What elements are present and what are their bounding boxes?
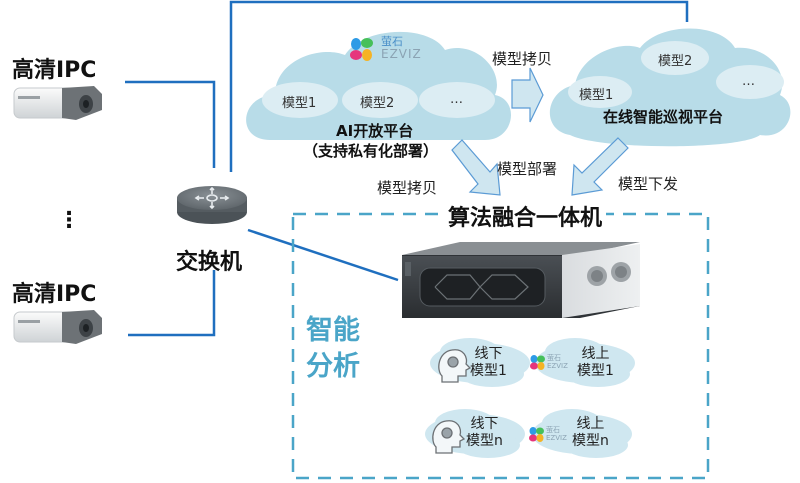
network-switch-icon	[177, 186, 247, 224]
edge-label-copy-bottom: 模型拷贝	[377, 179, 438, 197]
link-camera2-switch	[128, 270, 216, 337]
edge-label-dispatch: 模型下发	[618, 175, 679, 193]
badge-line2: 模型1	[470, 363, 507, 379]
link-camera1-switch	[125, 80, 216, 168]
ai-platform-subtitle: （支持私有化部署）	[303, 142, 439, 160]
ezviz-logo-icon	[350, 38, 373, 61]
badge-line1: 线下	[474, 346, 503, 362]
ai-model-more: …	[450, 92, 463, 107]
patrol-platform-title: 在线智能巡视平台	[603, 108, 724, 126]
camera-label-1: 高清IPC	[12, 58, 97, 83]
switch-label: 交换机	[176, 250, 243, 275]
ai-platform-cloud	[246, 31, 512, 140]
patrol-model-1: 模型1	[579, 88, 614, 103]
ai-platform-title: AI开放平台	[336, 122, 414, 140]
patrol-model-more: …	[742, 74, 755, 89]
edge-label-copy-top: 模型拷贝	[492, 50, 553, 68]
network-links	[125, 0, 689, 337]
arrow-dispatch-down	[571, 137, 629, 196]
bullet-camera-icon	[13, 86, 102, 120]
badge-line2: 模型n	[466, 433, 503, 449]
badge-offline-n: 线下 模型n	[466, 416, 503, 450]
badge-brand-cn: 萤石	[547, 354, 561, 362]
camera-label-2: 高清IPC	[12, 282, 97, 307]
badge-online-n: 线上 模型n	[572, 416, 609, 450]
ezviz-brand-en: EZVIZ	[381, 47, 422, 61]
arrow-copy-right	[511, 67, 544, 123]
badge-brand-en: EZVIZ	[547, 362, 568, 370]
analysis-label-line1: 智能	[306, 315, 360, 346]
ezviz-logo-icon	[529, 427, 544, 442]
badge-brand-n: 萤石 EZVIZ	[546, 426, 567, 442]
analysis-label-line2: 分析	[306, 351, 360, 382]
ai-model-2: 模型2	[360, 96, 395, 111]
badge-online-1: 线上 模型1	[577, 346, 614, 380]
edge-label-deploy: 模型部署	[497, 160, 558, 178]
badge-offline-1: 线下 模型1	[470, 346, 507, 380]
arrow-deploy-down	[451, 139, 501, 196]
bullet-camera-icon	[13, 310, 102, 344]
badge-line2: 模型n	[572, 433, 609, 449]
link-switch-uplink	[229, 0, 689, 172]
badge-line1: 线下	[470, 416, 499, 432]
badge-brand-1: 萤石 EZVIZ	[547, 354, 568, 370]
badge-line2: 模型1	[577, 363, 614, 379]
badge-line1: 线上	[581, 346, 610, 362]
more-cameras-ellipsis: ⋮	[58, 208, 80, 233]
patrol-platform-cloud	[549, 28, 791, 147]
flow-arrows	[451, 67, 629, 196]
badge-brand-en: EZVIZ	[546, 434, 567, 442]
appliance-title: 算法融合一体机	[444, 200, 607, 232]
link-switch-appliance	[247, 228, 399, 282]
ai-model-1: 模型1	[282, 96, 317, 111]
badge-line1: 线上	[576, 416, 605, 432]
ezviz-brand-cn: 萤石	[381, 35, 403, 48]
ezviz-logo-icon	[530, 355, 545, 370]
head-gear-icon	[432, 420, 466, 454]
badge-brand-cn: 萤石	[546, 426, 560, 434]
head-gear-icon	[438, 349, 472, 383]
server-appliance-icon	[402, 242, 640, 318]
patrol-model-2: 模型2	[658, 54, 693, 69]
